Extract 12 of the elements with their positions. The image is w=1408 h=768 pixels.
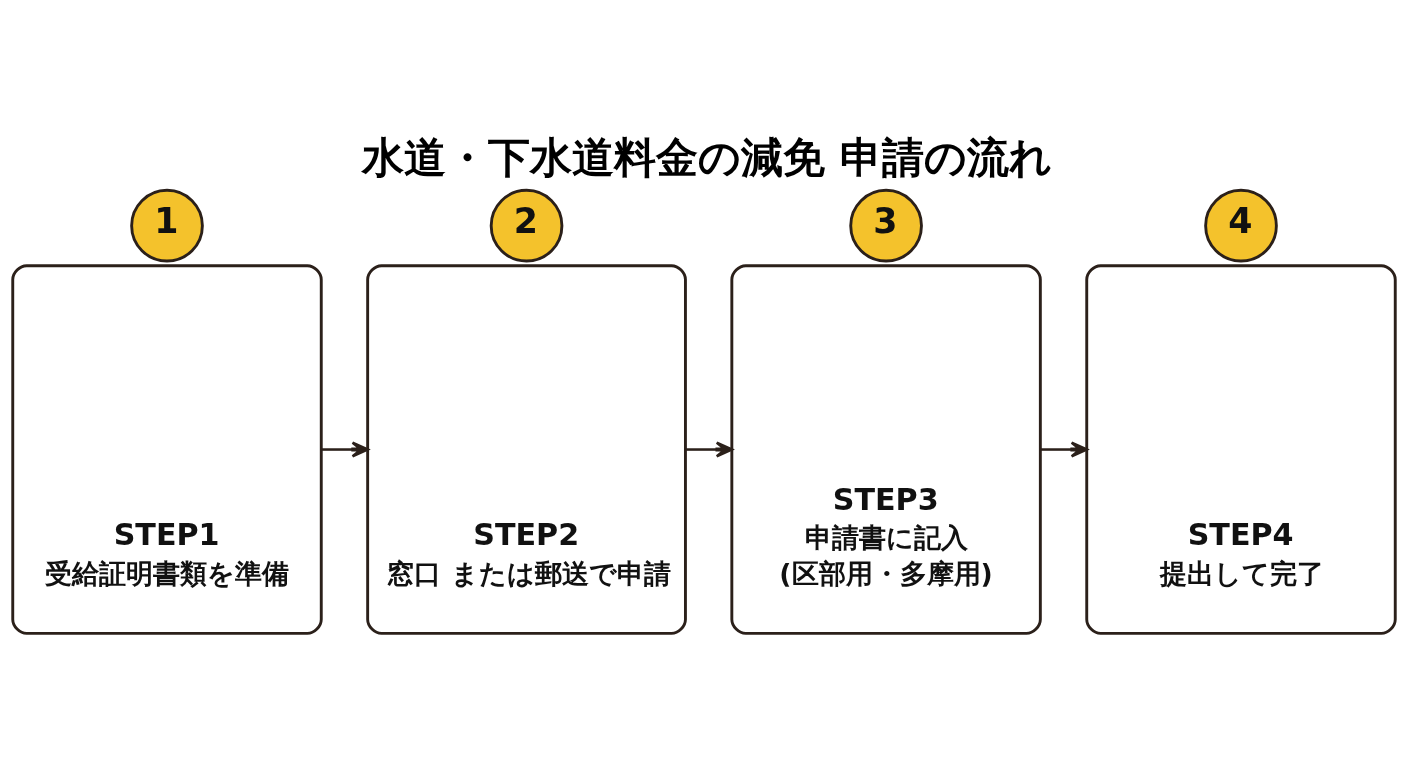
node-box: STEP4 提出して完了 xyxy=(1085,264,1397,635)
node-circle: 4 xyxy=(1204,188,1278,263)
node-box: STEP2 窓口 または郵送で申請 xyxy=(366,264,687,635)
node-circle: 2 xyxy=(489,188,564,263)
arrow xyxy=(1040,441,1088,458)
node-box: STEP1 受給証明書類を準備 xyxy=(11,264,323,635)
arrow xyxy=(321,441,369,458)
arrow xyxy=(685,441,734,458)
node-circle: 1 xyxy=(130,188,204,263)
diagram-title: 水道・下水道料金の減免 申請の流れ xyxy=(362,132,1052,182)
node-box: STEP3 申請書に記入 (区部用・多摩用) xyxy=(730,264,1042,635)
node-circle: 3 xyxy=(849,188,923,263)
